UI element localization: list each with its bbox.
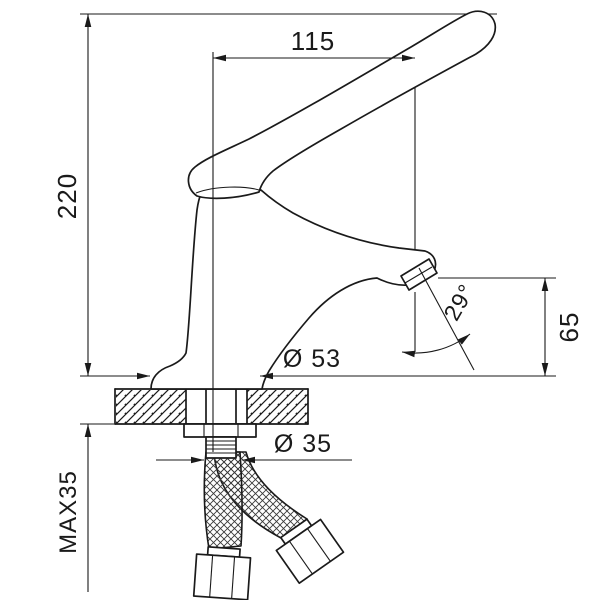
supply-hose-left <box>203 451 243 550</box>
hose-nut-right <box>275 518 345 585</box>
angle-arc <box>401 333 471 358</box>
dimension-115: 115 <box>213 26 415 62</box>
hose-nut-left <box>192 546 252 600</box>
dim-angle-label: 29° <box>438 279 479 325</box>
hose-nut-left-facet <box>231 556 236 599</box>
dim-max35-label: MAX35 <box>55 470 82 554</box>
lever-handle-outline <box>187 10 497 200</box>
dim-220-label: 220 <box>52 173 82 219</box>
dim-dia35-label: Ø 35 <box>274 430 332 458</box>
dimension-max35: MAX35 <box>55 423 114 592</box>
handle-cap-seam <box>195 186 263 194</box>
faucet-body <box>150 189 438 390</box>
dimension-dia-35: Ø 35 <box>156 430 352 464</box>
dimension-65: 65 <box>260 277 584 380</box>
hose-nut-right-facet <box>307 528 331 562</box>
dimension-dia-53: Ø 53 <box>283 345 341 373</box>
hose-nut-left-facet <box>209 555 214 598</box>
dim-65-label: 65 <box>554 312 584 343</box>
dimension-220: 220 <box>52 14 150 380</box>
hose-nut-left-body <box>192 553 252 600</box>
spout-outlet-aerator-line <box>404 266 433 284</box>
counter-slab <box>114 388 309 425</box>
counter-hatch-left <box>116 390 186 424</box>
mounting-hardware <box>183 388 257 459</box>
supply-hoses <box>192 451 345 600</box>
threaded-shank <box>205 436 237 459</box>
angle-slant-line <box>418 267 475 371</box>
mounting-nut <box>183 423 257 438</box>
dim-115-label: 115 <box>291 26 335 56</box>
lever-handle <box>187 10 497 200</box>
counter-hatch-right <box>247 390 308 424</box>
hose-nut-right-facet <box>288 540 313 575</box>
faucet-base-body-spout <box>150 189 437 390</box>
hose-nut-right-body <box>275 518 345 585</box>
dim-dia53-label: Ø 53 <box>283 345 341 373</box>
